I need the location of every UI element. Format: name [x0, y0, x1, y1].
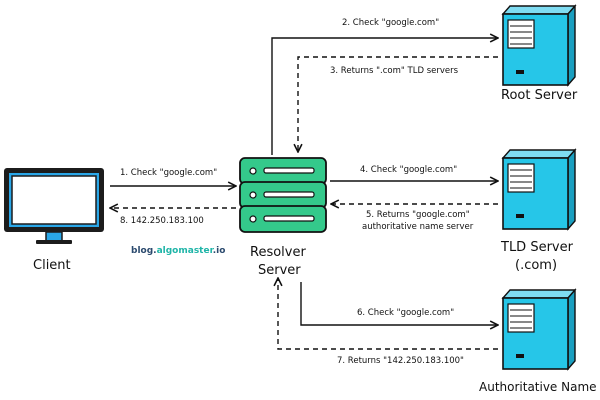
tld-server-icon	[501, 148, 577, 231]
step-8-label: 8. 142.250.183.100	[120, 216, 204, 226]
authoritative-server-icon	[501, 288, 577, 371]
step-6-label: 6. Check "google.com"	[357, 308, 455, 318]
client-monitor-icon	[4, 168, 104, 244]
step-3-label: 3. Returns ".com" TLD servers	[330, 66, 459, 76]
step-4-label: 4. Check "google.com"	[360, 165, 458, 175]
watermark-part-3: .io	[212, 246, 226, 256]
step-2-label: 2. Check "google.com"	[342, 18, 440, 28]
arrow-step-2	[271, 38, 498, 155]
step-5-label-line2: authoritative name server	[362, 222, 474, 232]
step-1-label: 1. Check "google.com"	[120, 168, 218, 178]
root-server-icon	[501, 4, 577, 87]
resolver-server-icon	[239, 157, 327, 233]
arrow-step-3	[298, 56, 498, 152]
resolver-label-line2: Server	[258, 263, 301, 278]
step-5-label-line1: 5. Returns "google.com"	[366, 210, 470, 220]
client-label: Client	[33, 258, 71, 273]
arrow-step-6	[300, 282, 498, 325]
watermark: blog.algomaster.io	[131, 246, 225, 256]
watermark-part-1: blog.	[131, 246, 157, 256]
tld-server-label-line1: TLD Server	[501, 240, 573, 255]
tld-server-label-line2: (.com)	[515, 258, 558, 273]
arrow-step-7	[278, 278, 498, 350]
root-server-label: Root Server	[501, 88, 578, 103]
watermark-part-2: algomaster	[156, 246, 213, 256]
authoritative-server-label: Authoritative Name	[479, 380, 597, 394]
step-7-label: 7. Returns "142.250.183.100"	[337, 356, 464, 366]
resolver-label-line1: Resolver	[250, 245, 306, 260]
